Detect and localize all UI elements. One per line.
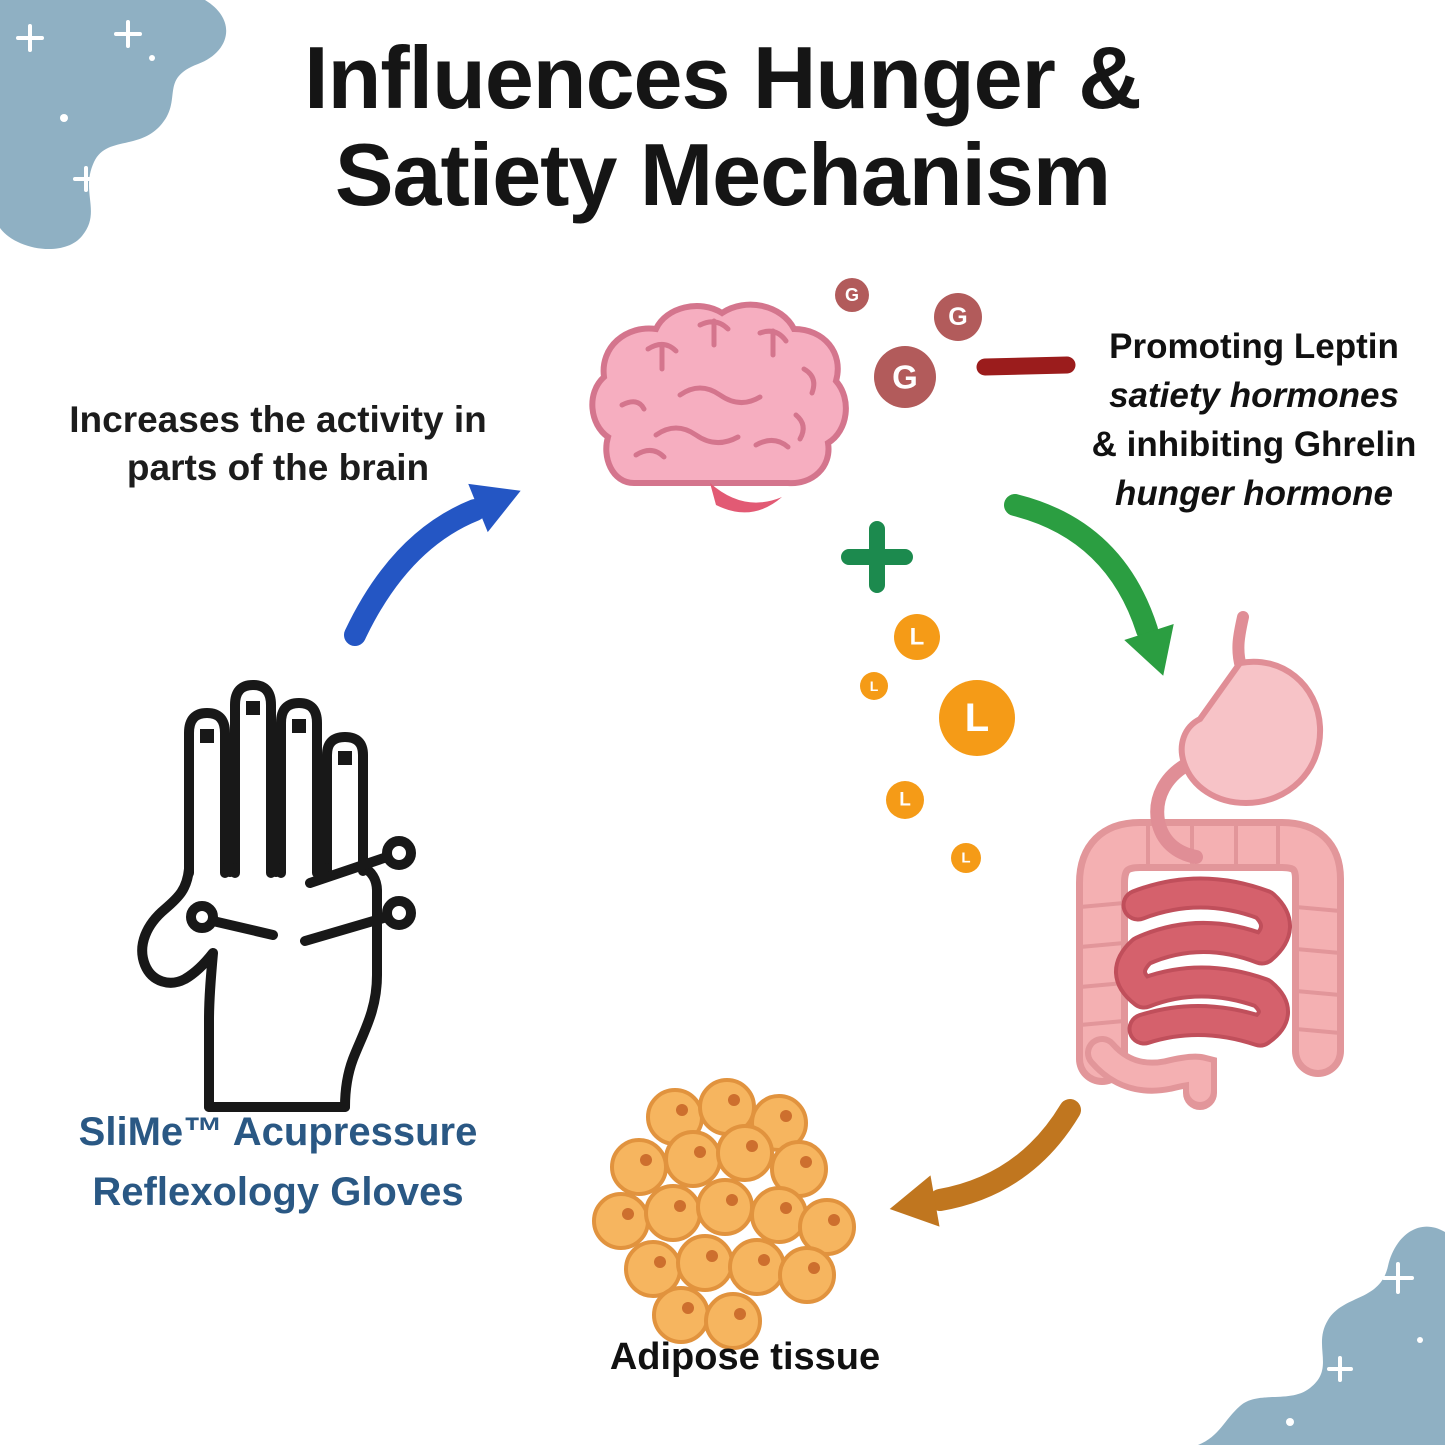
leptin-letter: L (870, 678, 879, 694)
plus-icon (841, 521, 913, 593)
product-label-line2: Reflexology Gloves (92, 1170, 464, 1214)
rectum-shape (1085, 1036, 1217, 1110)
ghrelin-bubble-large: G (874, 346, 936, 408)
adipose-cell (728, 1238, 786, 1296)
adipose-cell (624, 1240, 682, 1298)
leptin-letter: L (965, 696, 989, 740)
adipose-cell (676, 1234, 734, 1292)
hormone-note-line3: & inhibiting Ghrelin (1091, 425, 1417, 464)
adipose-tissue-label: Adipose tissue (609, 1336, 881, 1378)
adipose-cell (696, 1178, 754, 1236)
leptin-bubbles: L L L L L (860, 614, 1015, 873)
adipose-cell (798, 1198, 856, 1256)
minus-icon (976, 356, 1076, 376)
leptin-bubble-5: L (951, 843, 981, 873)
product-label-line1: SliMe™ Acupressure (78, 1110, 478, 1154)
brain-activity-note: Increases the activity in parts of the b… (38, 396, 518, 492)
adipose-cell (716, 1124, 774, 1182)
adipose-cell (750, 1186, 808, 1244)
corner-blob-top-left (0, 0, 227, 250)
acupressure-glove-illustration (137, 680, 416, 1112)
page-title: Influences Hunger & Satiety Mechanism (0, 28, 1445, 224)
product-label: SliMe™ Acupressure Reflexology Gloves (58, 1102, 498, 1222)
sparkles-top-left (16, 20, 155, 192)
adipose-cell (704, 1292, 762, 1350)
fingertip-sensor-pads (200, 701, 352, 765)
leptin-bubble-1: L (894, 614, 940, 660)
page-title-line1: Influences Hunger & (304, 28, 1142, 127)
arrow-hand-to-brain (344, 483, 521, 646)
ghrelin-letter: G (892, 359, 918, 396)
leptin-letter: L (899, 790, 911, 811)
brain-activity-note-line1: Increases the activity in (69, 399, 487, 440)
hormone-note-line4: hunger hormone (1114, 474, 1394, 513)
adipose-cell (592, 1192, 650, 1250)
sparkles-bottom-right (1286, 1262, 1423, 1426)
brain-stem-shape (710, 483, 782, 513)
adipose-cell (664, 1130, 722, 1188)
arrow-gut-to-adipose (889, 1099, 1081, 1227)
hormone-note-line1: Promoting Leptin (1109, 327, 1399, 366)
hormone-note: Promoting Leptin satiety hormones & inhi… (1072, 322, 1436, 518)
leptin-bubble-2: L (860, 672, 888, 700)
brain-activity-note-line2: parts of the brain (126, 447, 430, 489)
adipose-cell (652, 1286, 710, 1344)
corner-blob-bottom-right (1198, 1226, 1445, 1445)
brain-gyri (619, 318, 817, 460)
ghrelin-bubble-small: G (835, 278, 869, 312)
ghrelin-bubbles: G G G (835, 278, 1076, 408)
esophagus-shape (1232, 611, 1249, 673)
leptin-letter: L (910, 624, 925, 651)
ghrelin-letter: G (948, 303, 967, 331)
digestive-tract-illustration (1076, 611, 1344, 1110)
brain-illustration (589, 301, 849, 513)
page-title-line2: Satiety Mechanism (334, 124, 1111, 224)
duodenum-shape (1150, 758, 1203, 864)
electrode-leads (186, 836, 416, 946)
adipose-tissue-illustration (592, 1078, 856, 1350)
adipose-cells (592, 1078, 856, 1350)
ghrelin-letter: G (845, 285, 859, 305)
leptin-bubble-4: L (886, 781, 924, 819)
adipose-cell (778, 1246, 836, 1304)
arrow-brain-to-gut (1004, 494, 1174, 676)
hormone-note-line2: satiety hormones (1109, 376, 1399, 415)
adipose-cell (610, 1138, 668, 1196)
colon-haustra-ticks (1078, 819, 1342, 1035)
hand-outline (137, 680, 382, 1112)
leptin-bubble-large: L (939, 680, 1015, 756)
ghrelin-bubble-medium: G (934, 293, 982, 341)
small-intestine-shape (1114, 876, 1292, 1048)
leptin-letter: L (961, 850, 970, 867)
colon-shape (1076, 819, 1344, 1085)
adipose-cell (644, 1184, 702, 1242)
stomach-shape (1178, 658, 1324, 807)
